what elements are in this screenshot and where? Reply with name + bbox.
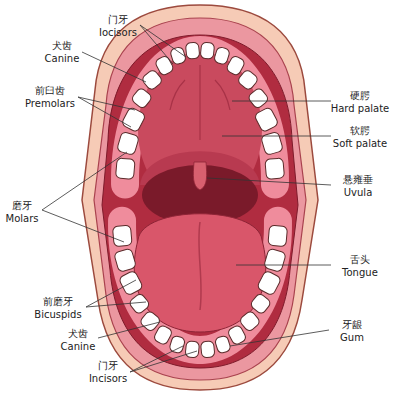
tooth <box>249 292 272 315</box>
part-label: 牙龈 <box>341 319 363 331</box>
tooth <box>185 341 200 358</box>
tooth <box>265 158 285 179</box>
palate-ridge <box>170 65 230 140</box>
tooth <box>268 225 288 246</box>
part-label: 门牙 <box>97 360 119 372</box>
tooth <box>200 341 215 358</box>
part-label: 犬齿 <box>51 40 73 52</box>
tooth <box>237 69 260 92</box>
tooth <box>185 42 200 59</box>
tooth <box>247 87 270 110</box>
part-label: 犬齿 <box>67 328 89 340</box>
part-label: Soft palate <box>332 138 388 150</box>
part-label: 前臼齿 <box>34 85 66 97</box>
part-label: 悬雍垂 <box>342 174 374 186</box>
tooth <box>200 42 215 59</box>
part-label: Canine <box>44 53 81 65</box>
part-label: Premolars <box>24 98 76 110</box>
part-label: Uvula <box>343 187 373 199</box>
tooth <box>117 131 140 155</box>
tooth <box>169 335 186 354</box>
part-label: Incisors <box>88 373 128 385</box>
tongue-groove <box>199 222 201 310</box>
part-label: 软腭 <box>349 125 371 137</box>
tooth <box>261 131 284 155</box>
tooth <box>114 248 137 272</box>
uvula <box>193 162 206 190</box>
tooth <box>254 107 279 133</box>
tooth <box>227 324 247 346</box>
tooth <box>213 46 230 65</box>
tooth <box>263 248 286 272</box>
tooth <box>128 292 151 315</box>
part-label: Canine <box>60 341 97 353</box>
mouth-cavity <box>102 35 298 368</box>
tooth <box>112 225 132 246</box>
part-label: 门牙 <box>107 14 129 26</box>
part-label: 前磨牙 <box>42 296 74 308</box>
part-label: Molars <box>5 213 40 225</box>
part-label: 舌头 <box>349 254 371 266</box>
part-label: Hard palate <box>330 103 391 115</box>
outer-lip-skin <box>82 5 318 390</box>
tooth <box>256 270 281 296</box>
tooth <box>121 107 146 133</box>
part-label: Iocisors <box>98 27 138 39</box>
tongue <box>134 214 266 332</box>
part-label: 硬腭 <box>349 90 371 102</box>
tooth <box>214 335 231 354</box>
part-label: Bicuspids <box>33 309 82 321</box>
tooth <box>130 87 153 110</box>
part-label: Tongue <box>341 267 379 279</box>
part-label: Gum <box>339 332 365 344</box>
leader-lines <box>42 25 331 372</box>
tooth <box>115 158 135 179</box>
tooth <box>139 310 162 333</box>
part-label: 磨牙 <box>11 200 33 212</box>
